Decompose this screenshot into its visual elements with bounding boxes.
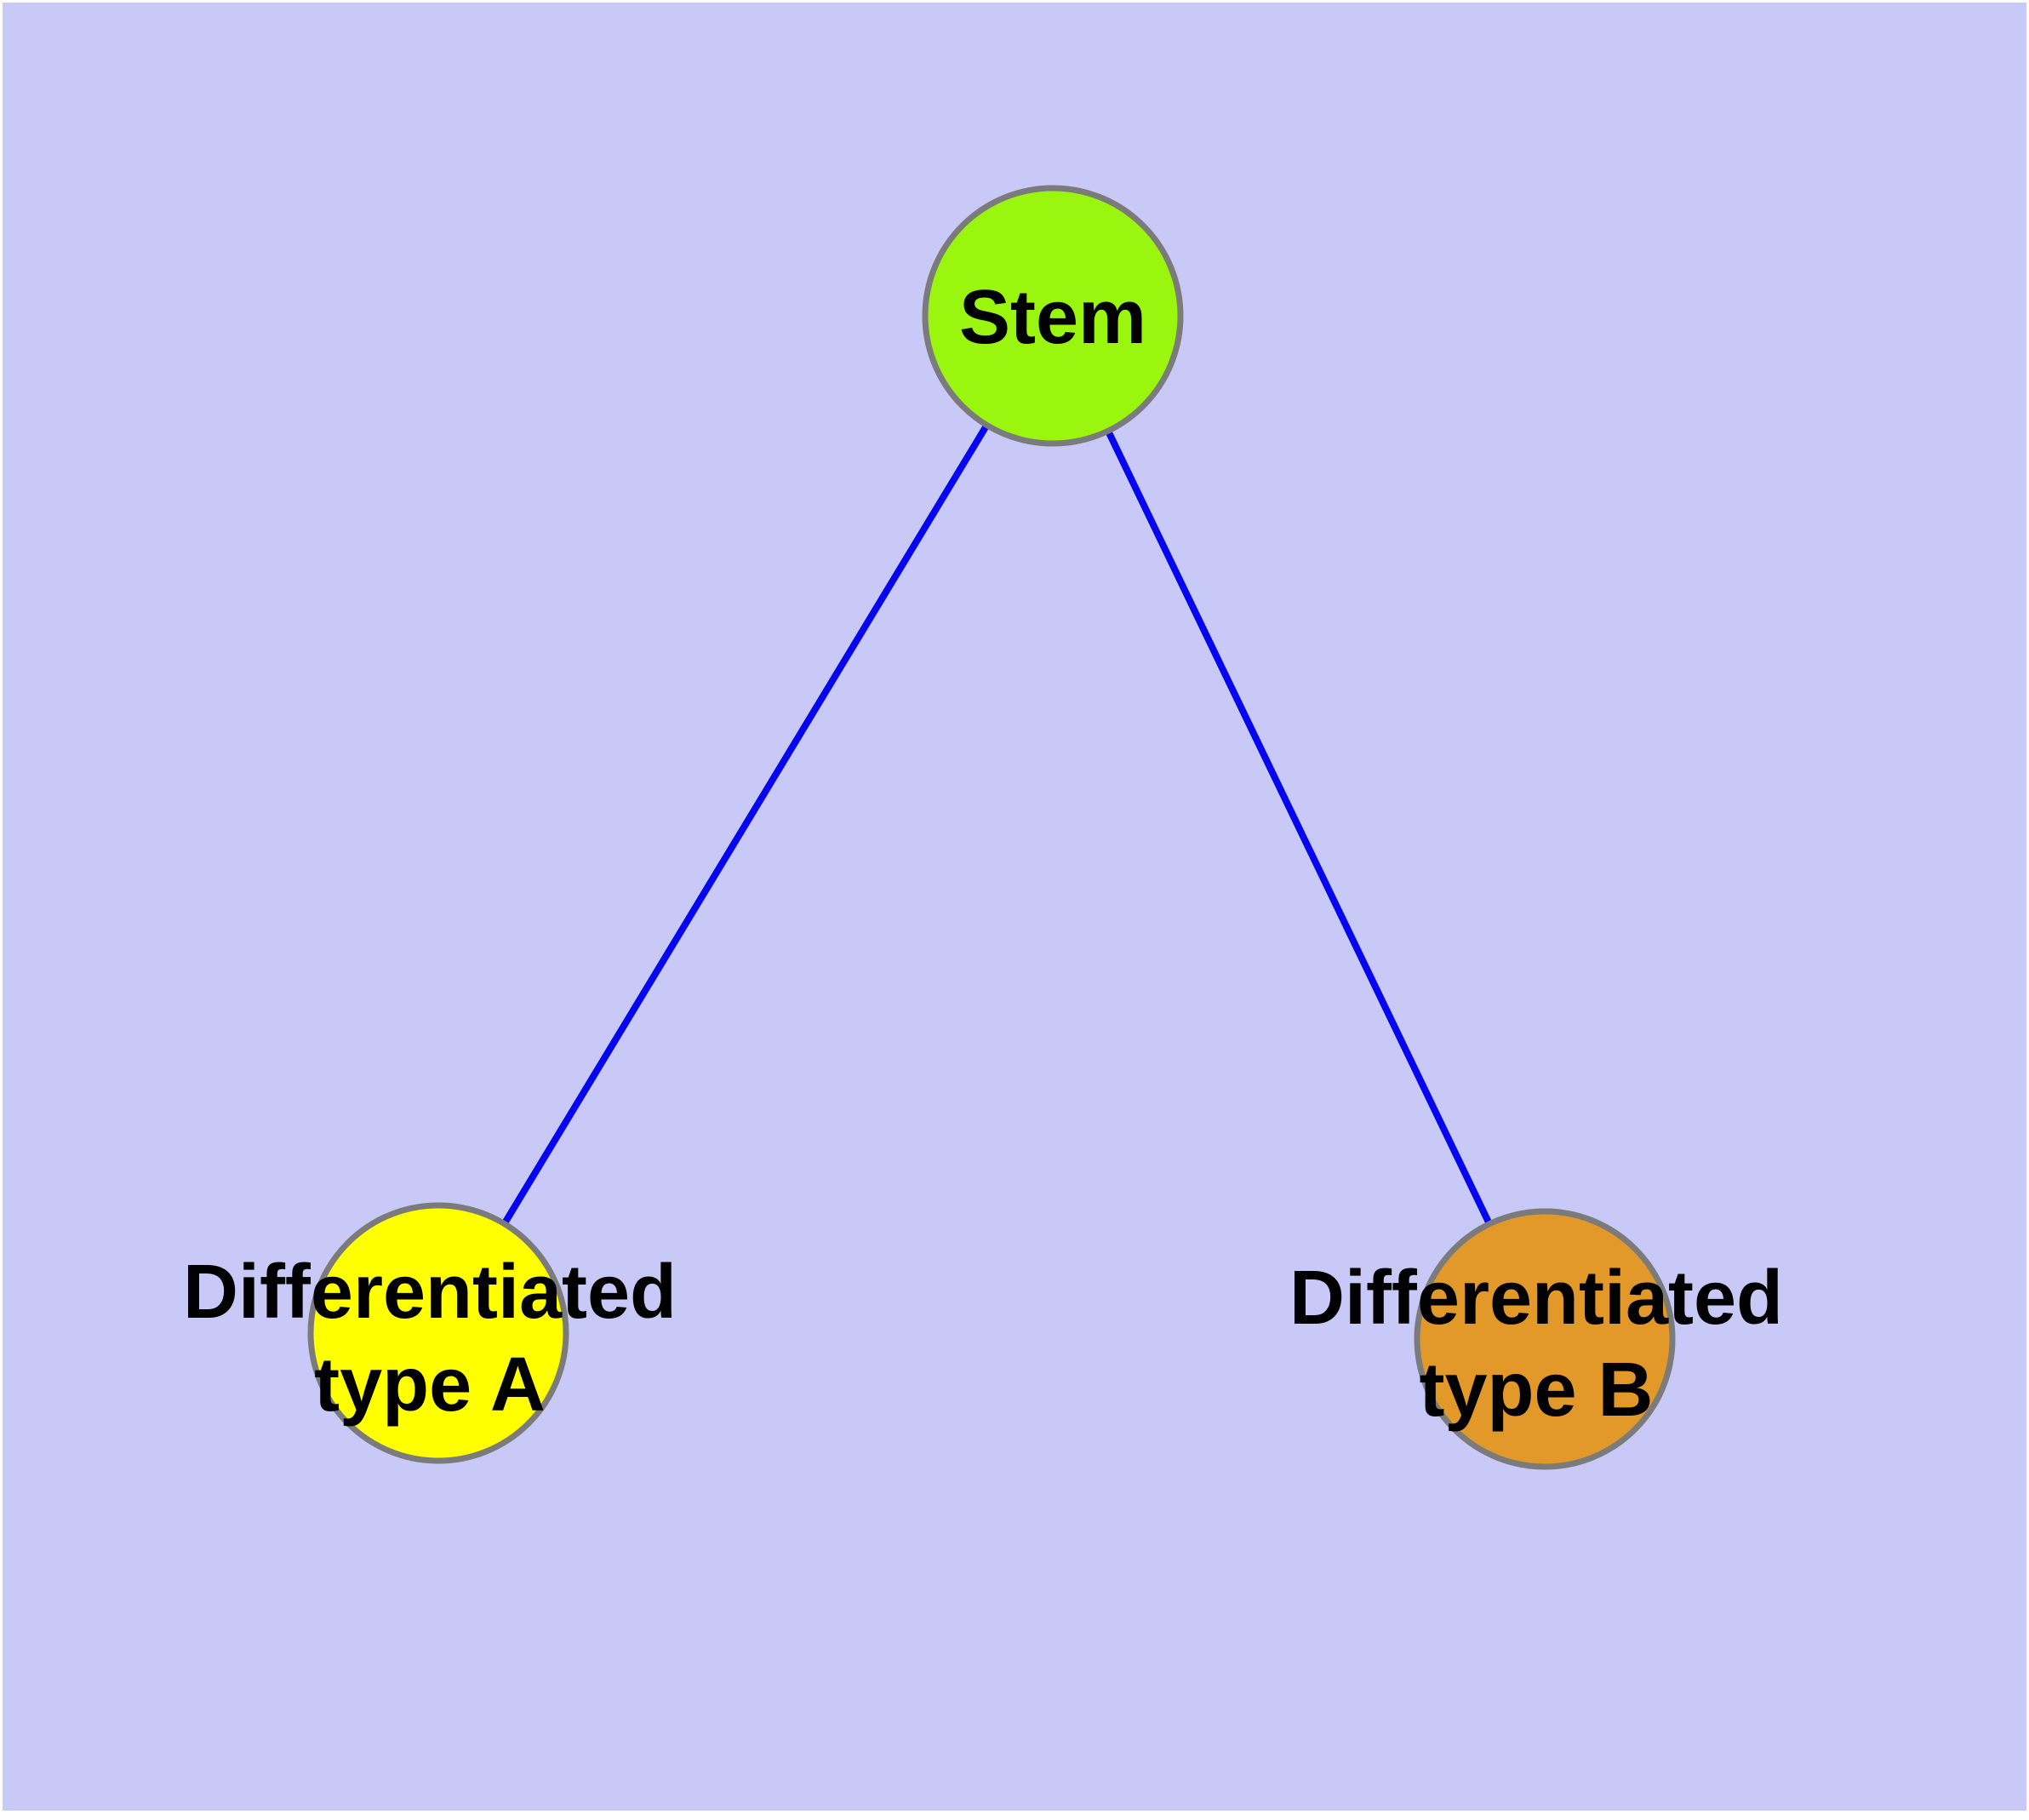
node-stem-circle — [922, 185, 1184, 447]
edge-stem-to-type-a — [435, 313, 1056, 1336]
node-type-a-circle — [307, 1202, 569, 1464]
node-type-b-label-line2: type B — [1419, 1348, 1653, 1433]
node-stem-label: Stem — [959, 275, 1146, 360]
node-type-a-label-line2: type A — [314, 1342, 546, 1428]
node-type-a-label-line1: Differentiated — [183, 1250, 677, 1335]
node-type-b-label-line1: Differentiated — [1289, 1256, 1783, 1341]
edge-stem-to-type-b — [1049, 314, 1548, 1341]
node-type-b-circle — [1414, 1208, 1676, 1470]
